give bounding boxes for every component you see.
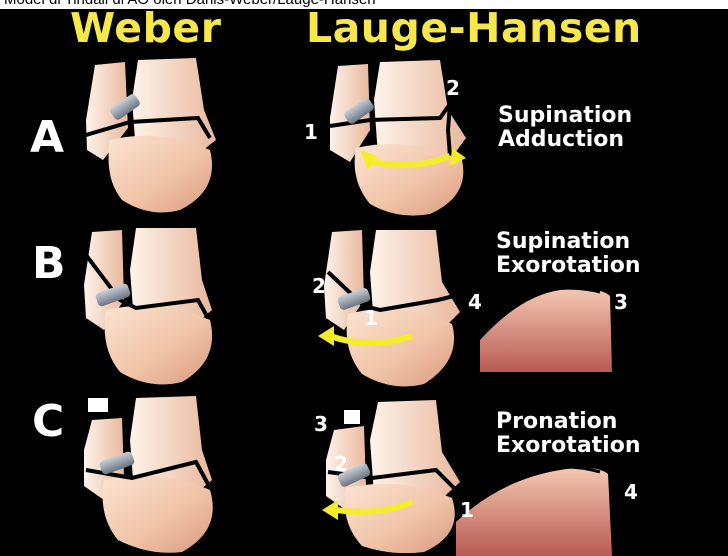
mechanism-c-line2: Exorotation [496, 434, 641, 458]
stage-c-2: 2 [334, 452, 348, 476]
mechanism-a-line2: Adduction [498, 128, 632, 152]
stage-b-2: 2 [312, 274, 326, 298]
mechanism-label-c: Pronation Exorotation [496, 410, 641, 458]
row-letter-a: A [30, 112, 64, 163]
weber-ankle-b [84, 228, 212, 384]
inset-b [480, 288, 612, 372]
stage-c-1: 1 [460, 498, 474, 522]
stage-b-1: 1 [364, 306, 378, 330]
stage-c-4: 4 [624, 480, 638, 504]
mechanism-b-line2: Exorotation [496, 254, 641, 278]
mechanism-label-a: Supination Adduction [498, 104, 632, 152]
stage-b-3: 3 [614, 290, 628, 314]
row-letter-c: C [32, 396, 64, 447]
weber-header: Weber [70, 4, 221, 52]
mechanism-c-line1: Pronation [496, 410, 641, 434]
stage-b-4: 4 [468, 290, 482, 314]
stage-c-3: 3 [314, 412, 328, 436]
row-letter-b: B [32, 238, 66, 289]
stage-a-2: 2 [446, 76, 460, 100]
mechanism-b-line1: Supination [496, 230, 641, 254]
weber-ankle-a [86, 58, 216, 212]
lauge-hansen-header: Lauge-Hansen [306, 4, 642, 52]
inset-c [456, 467, 612, 556]
mechanism-a-line1: Supination [498, 104, 632, 128]
weber-ankle-c [84, 396, 213, 553]
mechanism-label-b: Supination Exorotation [496, 230, 641, 278]
stage-a-1: 1 [304, 120, 318, 144]
